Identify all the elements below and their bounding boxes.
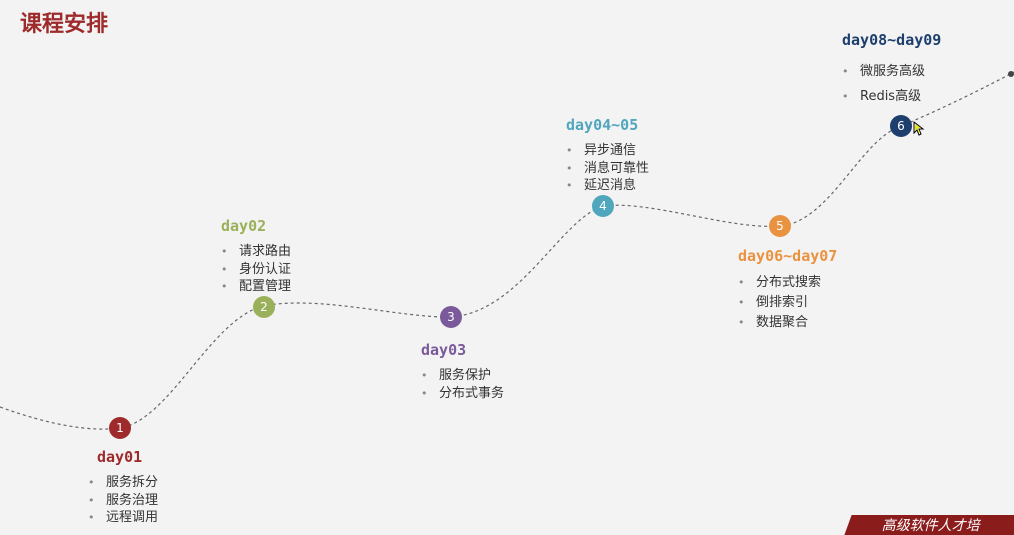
step-4-node: 4 [592,195,614,217]
step-2-block: day02 请求路由 身份认证 配置管理 [221,217,291,296]
step-2-day: day02 [221,217,267,235]
mouse-cursor-icon [913,121,925,136]
step-5-node: 5 [769,215,791,237]
page-title: 课程安排 [20,12,109,37]
step-1-item: 服务拆分 [88,474,158,492]
step-4-item: 消息可靠性 [566,160,649,178]
step-1-day: day01 [97,448,143,466]
step-5-day: day06~day07 [738,247,838,265]
brand-banner-text: 高级软件人才培 [881,518,980,534]
step-3-node: 3 [440,306,462,328]
step-3-block: day03 服务保护 分布式事务 [421,341,504,402]
step-2-node: 2 [253,296,275,318]
step-6-node: 6 [890,115,912,137]
step-1-block: day01 服务拆分 服务治理 远程调用 [88,448,158,527]
step-4-item: 延迟消息 [566,177,649,195]
step-4-day: day04~05 [566,116,639,134]
step-6-block: day08~day09 微服务高级 Redis高级 [842,31,941,109]
step-5-item: 倒排索引 [738,293,837,313]
step-1-node: 1 [109,417,131,439]
step-6-item: 微服务高级 [842,59,941,84]
step-5-block: day06~day07 分布式搜索 倒排索引 数据聚合 [738,247,837,333]
step-5-item: 分布式搜索 [738,273,837,293]
step-1-item: 服务治理 [88,492,158,510]
step-3-item: 分布式事务 [421,385,504,403]
brand-banner: 高级软件人才培 [844,515,1014,535]
step-1-item: 远程调用 [88,509,158,527]
step-2-item: 配置管理 [221,278,291,296]
step-6-item: Redis高级 [842,84,941,109]
step-6-day: day08~day09 [842,31,942,49]
step-2-item: 身份认证 [221,261,291,279]
step-4-block: day04~05 异步通信 消息可靠性 延迟消息 [566,116,649,195]
step-3-item: 服务保护 [421,367,504,385]
step-2-item: 请求路由 [221,243,291,261]
step-4-item: 异步通信 [566,142,649,160]
step-5-item: 数据聚合 [738,313,837,333]
step-3-day: day03 [421,341,467,359]
